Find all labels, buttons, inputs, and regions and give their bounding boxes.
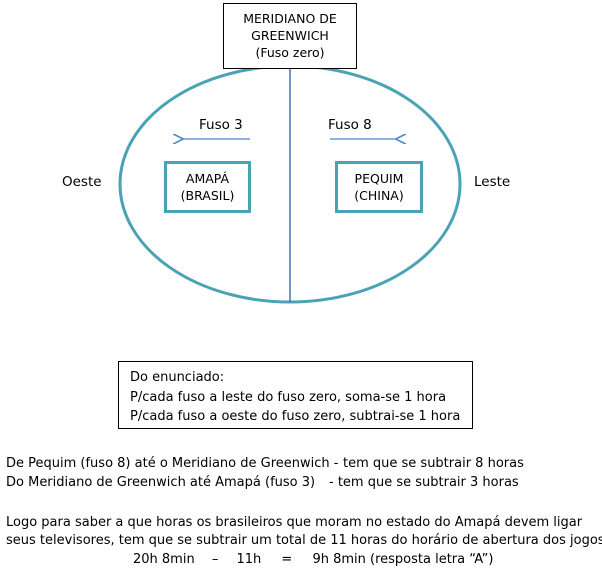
amapa-country: (BRASIL) (180, 188, 235, 203)
calc-minus-sign: – (211, 552, 219, 567)
conclusion-line-2: seus televisores, tem que se subtrair um… (6, 533, 602, 548)
note-rule-west: P/cada fuso a oeste do fuso zero, subtra… (130, 409, 461, 424)
meridian-title-line2: GREENWICH (251, 28, 329, 43)
calc-equals-sign: = (281, 552, 293, 567)
pequim-box: PEQUIM (CHINA) (335, 161, 423, 213)
pequim-name: PEQUIM (354, 171, 404, 186)
meridian-subtitle: (Fuso zero) (255, 45, 325, 60)
east-label: Leste (474, 174, 511, 190)
fuso-west-label: Fuso 3 (199, 117, 243, 133)
fuso-east-label: Fuso 8 (328, 117, 372, 133)
conclusion-line-1: Logo para saber a que horas os brasileir… (6, 515, 583, 530)
pequim-country: (CHINA) (354, 188, 404, 203)
amapa-name: AMAPÁ (185, 171, 230, 186)
calculation-line: 20h 8min – 11h = 9h 8min (resposta letra… (133, 552, 493, 567)
note-box: Do enunciado: P/cada fuso a leste do fus… (118, 361, 473, 429)
calc-hours-subtracted: 11h (236, 552, 262, 567)
step-line-2-left: Do Meridiano de Greenwich até Amapá (fus… (6, 475, 316, 490)
step-line-2-right: - tem que se subtrair 3 horas (329, 475, 519, 490)
amapa-box: AMAPÁ (BRASIL) (164, 161, 251, 213)
step-line-1-right: tem que se subtrair 8 horas (343, 456, 524, 471)
note-title: Do enunciado: (130, 370, 225, 385)
calc-start-time: 20h 8min (133, 552, 195, 567)
meridian-title-line1: MERIDIANO DE (243, 11, 337, 26)
calc-result: 9h 8min (resposta letra “A”) (312, 552, 494, 567)
note-rule-east: P/cada fuso a leste do fuso zero, soma-s… (130, 389, 447, 405)
greenwich-meridian-box: MERIDIANO DE GREENWICH (Fuso zero) (223, 3, 357, 69)
step-line-1-left: De Pequim (fuso 8) até o Meridiano de Gr… (6, 456, 339, 471)
west-label: Oeste (62, 174, 102, 190)
